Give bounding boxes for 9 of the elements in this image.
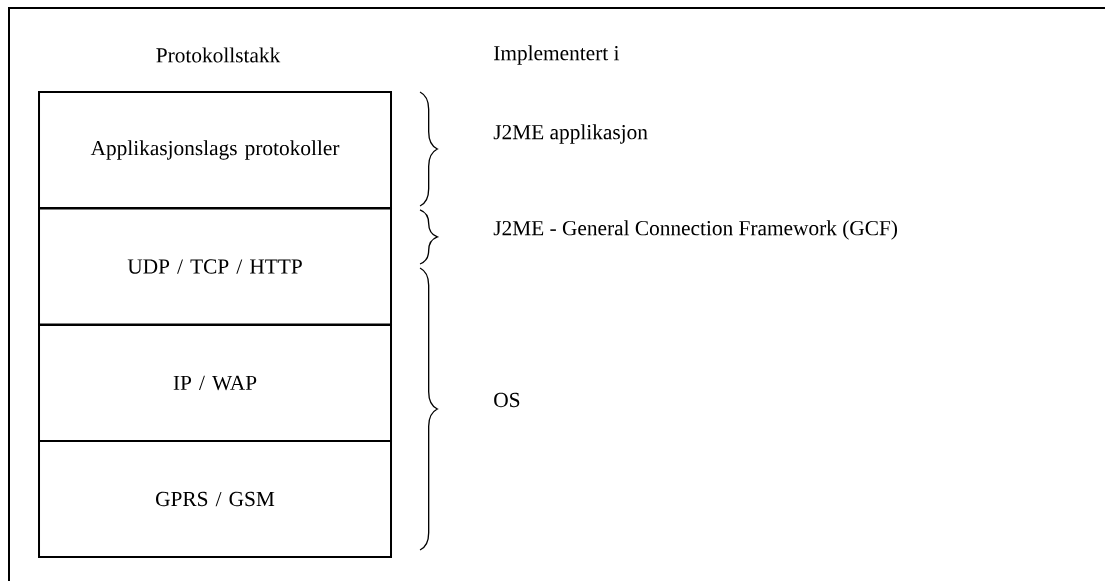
label-text: J2ME applikasjon [493, 124, 648, 144]
layer-box: Applikasjonslags protokoller [38, 91, 392, 209]
layer-box: IP / WAP [38, 324, 392, 442]
label-text: J2ME - General Connection Framework (GCF) [493, 220, 897, 240]
label-text: OS [494, 392, 520, 408]
label-text: Implementert i [494, 45, 620, 65]
label-text: Protokollstakk [156, 47, 281, 63]
layer-box: UDP / TCP / HTTP [38, 207, 392, 326]
layer-box: GPRS / GSM [38, 440, 392, 558]
